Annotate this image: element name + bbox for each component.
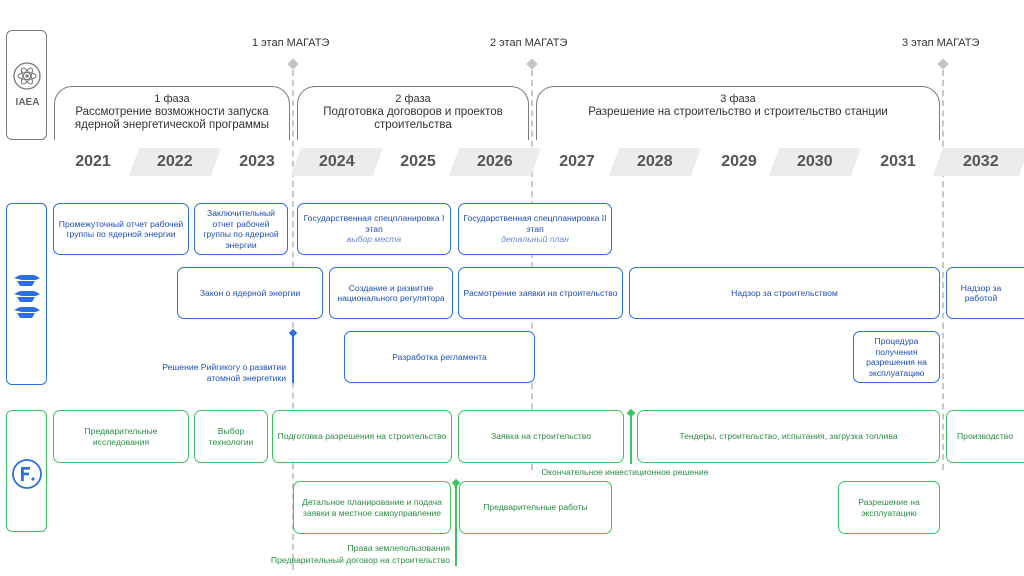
year-2027: 2027 — [559, 153, 595, 170]
phase-3-number: 3 фаза — [720, 93, 756, 105]
phase-3-title: Разрешение на строительство и строительс… — [588, 106, 888, 118]
company-panel — [6, 410, 47, 532]
year-2028: 2028 — [608, 148, 702, 176]
phase-2: 2 фаза Подготовка договоров и проектов с… — [297, 86, 529, 140]
fermi-energia-logo-icon — [12, 459, 42, 489]
year-2024: 2024 — [290, 148, 384, 176]
year-2026: 2026 — [448, 148, 542, 176]
co-production: Производство — [946, 410, 1024, 463]
estonia-coat-of-arms-icon — [14, 275, 40, 318]
gov-operation-supervision: Надзор за работой — [946, 267, 1024, 319]
year-2029: 2029 — [721, 153, 757, 170]
phase-2-title: Подготовка договоров и проектов строител… — [323, 106, 503, 131]
stage-1-label: 1 этап МАГАТЭ — [252, 37, 330, 49]
year-2031: 2031 — [880, 153, 916, 170]
co-technology-choice: Выбор технологии — [194, 410, 268, 463]
fid-marker-line — [630, 414, 632, 464]
phase-1-title: Рассмотрение возможности запуска ядерной… — [74, 106, 270, 131]
stage-3-label: 3 этап МАГАТЭ — [902, 37, 980, 49]
preliminary-construction-contract: Предварительный договор на строительство — [270, 555, 450, 565]
iaea-panel: IAEA — [6, 30, 47, 140]
riigikogu-marker-line — [292, 335, 294, 383]
gov-spatial-plan-1-sub: выбор места — [346, 234, 402, 245]
phase-2-number: 2 фаза — [395, 93, 431, 105]
gov-interim-report: Промежуточный отчет рабочей группы по яд… — [53, 203, 189, 255]
gov-spatial-plan-2-sub: детальный план — [501, 234, 569, 245]
gov-regulator: Создание и развитие национального регуля… — [329, 267, 453, 319]
year-2022: 2022 — [128, 148, 222, 176]
stage-2-diamond — [526, 58, 538, 70]
co-detailed-planning: Детальное планирование и подача заявки в… — [293, 481, 451, 534]
co-permit-preparation: Подготовка разрешения на строительство — [272, 410, 452, 463]
stage-3-line — [942, 70, 944, 470]
riigikogu-marker-diamond — [288, 328, 298, 338]
year-2025: 2025 — [400, 153, 436, 170]
stage-1-diamond — [287, 58, 299, 70]
year-2030: 2030 — [768, 148, 862, 176]
gov-operating-permit-procedure: Процедура получения разрешения на эксплу… — [853, 331, 940, 383]
land-rights-marker-line — [455, 484, 457, 566]
co-tenders-construction: Тендеры, строительство, испытания, загру… — [637, 410, 940, 463]
gov-final-report: Заключительный отчет рабочей группы по я… — [194, 203, 288, 255]
government-panel — [6, 203, 47, 385]
co-preliminary-works: Предварительные работы — [459, 481, 612, 534]
gov-spatial-plan-2: Государственная спецпланировка II этап д… — [458, 203, 612, 255]
co-preliminary-studies: Предварительные исследования — [53, 410, 189, 463]
phase-3: 3 фаза Разрешение на строительство и стр… — [536, 86, 940, 140]
gov-nuclear-law: Закон о ядерной энергии — [177, 267, 323, 319]
gov-construction-supervision: Надзор за строительством — [629, 267, 940, 319]
iaea-logo-icon — [13, 62, 41, 90]
riigikogu-decision: Решение Рийгикогу о развитии атомной эне… — [162, 362, 286, 383]
co-operating-permit: Разрешение на эксплуатацию — [838, 481, 940, 534]
stage-3-diamond — [937, 58, 949, 70]
year-2021: 2021 — [75, 153, 111, 170]
fid-marker-diamond — [626, 408, 636, 418]
gov-regulation-development: Разработка регламента — [344, 331, 535, 383]
co-construction-application: Заявка на строительство — [458, 410, 624, 463]
final-investment-decision: Окончательное инвестиционное решение — [541, 467, 709, 477]
phase-1-number: 1 фаза — [154, 93, 190, 105]
year-2023: 2023 — [239, 153, 275, 170]
land-use-rights: Права землепользования — [347, 543, 450, 553]
gov-spatial-plan-1: Государственная спецпланировка I этап вы… — [297, 203, 451, 255]
phase-1: 1 фаза Рассмотрение возможности запуска … — [54, 86, 290, 140]
stage-2-label: 2 этап МАГАТЭ — [490, 37, 568, 49]
iaea-label: IAEA — [15, 97, 40, 108]
gov-application-review: Расмотрение заявки на строительство — [458, 267, 623, 319]
stage-1-line — [292, 70, 294, 570]
year-2032: 2032 — [932, 148, 1024, 176]
